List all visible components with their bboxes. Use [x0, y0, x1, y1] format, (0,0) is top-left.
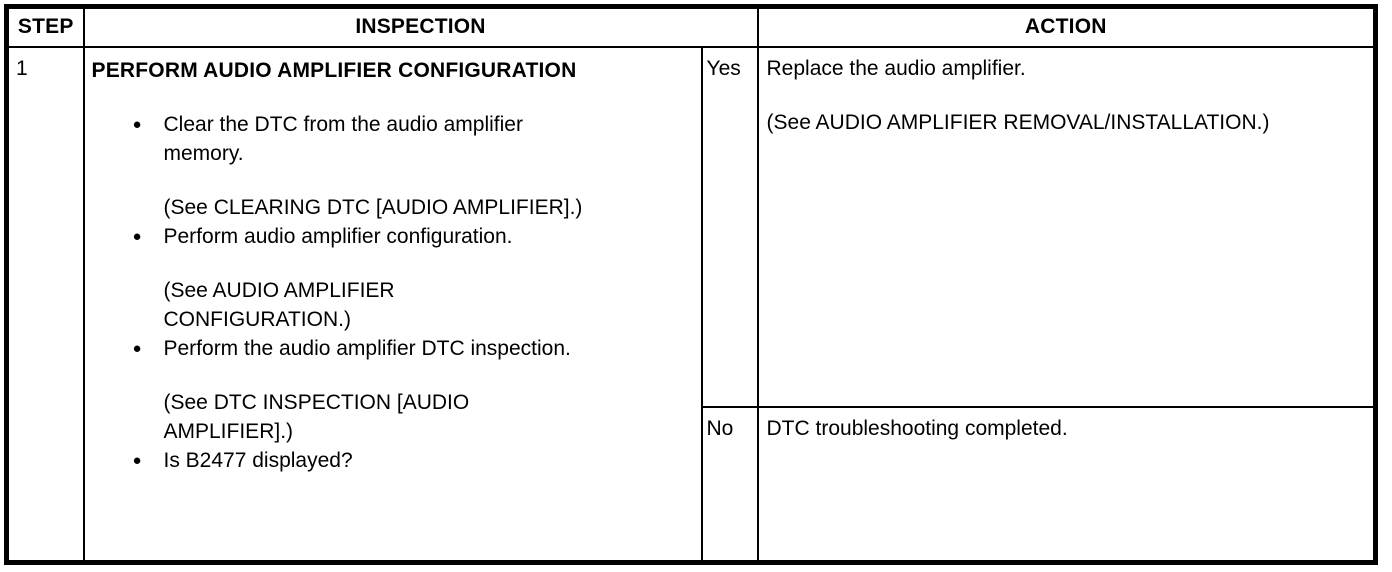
bullet-icon: ● [132, 115, 142, 133]
bullet-text: Perform audio amplifier configuration. [163, 224, 513, 248]
header-row: STEP INSPECTION ACTION [5, 5, 1377, 48]
see-reference: (See CLEARING DTC [AUDIO AMPLIFIER].) [163, 195, 583, 219]
list-item: ● Perform the audio amplifier DTC inspec… [133, 334, 693, 446]
action-yes-cell: Replace the audio amplifier. (See AUDIO … [756, 45, 1377, 408]
action-text: DTC troubleshooting completed. [766, 416, 1068, 440]
answer-no-cell: No [700, 405, 759, 564]
list-item: ● Clear the DTC from the audio amplifier… [133, 110, 693, 222]
outcome-row-no: No DTC troubleshooting completed. [7, 405, 1377, 564]
inspection-title: PERFORM AUDIO AMPLIFIER CONFIGURATION [91, 58, 577, 82]
list-item: ● Perform audio amplifier configuration.… [133, 222, 693, 334]
outcome-row-yes: 1 PERFORM AUDIO AMPLIFIER CONFIGURATION … [5, 45, 1377, 564]
see-reference: (See AUDIO AMPLIFIER CONFIGURATION.) [163, 278, 395, 331]
step-number-cell: 1 [5, 45, 85, 564]
troubleshooting-table: STEP INSPECTION ACTION 1 PERFORM AUDIO A… [4, 4, 1378, 565]
bullet-icon: ● [132, 227, 142, 245]
bullet-icon: ● [132, 451, 142, 469]
list-item: ● Is B2477 displayed? [133, 446, 693, 475]
bullet-icon: ● [132, 339, 142, 357]
col-header-action: ACTION [756, 5, 1377, 48]
bullet-text: Clear the DTC from the audio amplifier m… [163, 112, 523, 165]
action-text: Replace the audio amplifier. [766, 56, 1026, 80]
answer-yes-cell: Yes [700, 45, 759, 408]
bullet-text: Perform the audio amplifier DTC inspecti… [163, 336, 571, 360]
col-header-step: STEP [5, 5, 85, 48]
action-no-cell: DTC troubleshooting completed. [756, 405, 1377, 564]
see-reference: (See AUDIO AMPLIFIER REMOVAL/INSTALLATIO… [766, 110, 1270, 134]
inspection-cell: PERFORM AUDIO AMPLIFIER CONFIGURATION ● … [82, 45, 703, 564]
see-reference: (See DTC INSPECTION [AUDIO AMPLIFIER].) [163, 390, 470, 443]
bullet-text: Is B2477 displayed? [163, 448, 353, 472]
col-header-inspection: INSPECTION [82, 5, 759, 48]
